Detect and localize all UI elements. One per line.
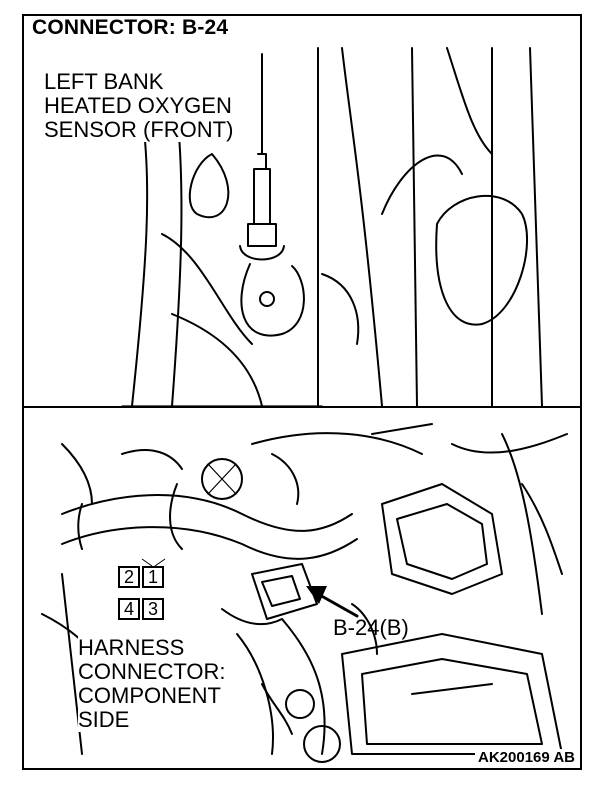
connector-pin-4: 4 [118, 598, 140, 620]
sensor-label-line-1: LEFT BANK [44, 69, 164, 94]
connector-pin-1: 1 [142, 566, 164, 588]
sensor-label-line-3: SENSOR (FRONT) [44, 117, 234, 142]
view-divider [22, 406, 582, 408]
connector-pin-3: 3 [142, 598, 164, 620]
engine-illustration [41, 47, 568, 763]
harness-label-line-2: CONNECTOR: [78, 659, 226, 684]
sensor-label: LEFT BANK HEATED OXYGEN SENSOR (FRONT) [44, 69, 234, 142]
harness-label-line-3: COMPONENT [78, 683, 221, 708]
harness-label-line-1: HARNESS [78, 635, 185, 660]
connector-ref-label: B-24(B) [333, 615, 409, 640]
figure-id: AK200169 AB [475, 749, 578, 766]
connector-pin-2: 2 [118, 566, 140, 588]
page-title: CONNECTOR: B-24 [28, 16, 233, 40]
sensor-label-line-2: HEATED OXYGEN [44, 93, 232, 118]
harness-label-line-4: SIDE [78, 707, 130, 732]
harness-label: HARNESS CONNECTOR: COMPONENT SIDE [78, 636, 226, 732]
